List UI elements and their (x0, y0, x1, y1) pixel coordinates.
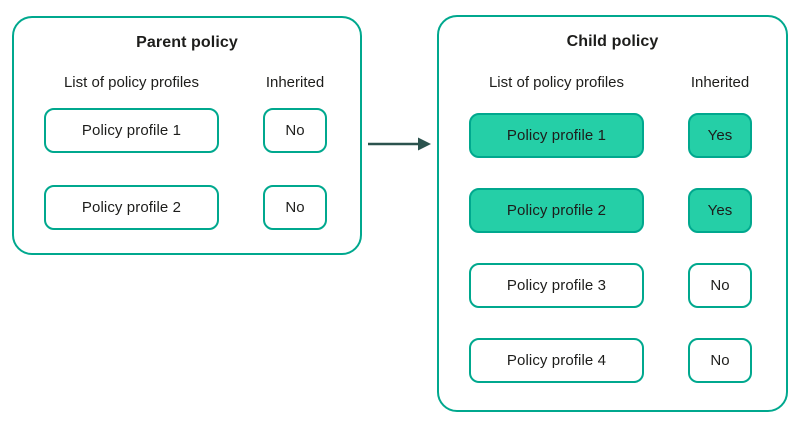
profile-row: Policy profile 4 No (439, 338, 786, 383)
profile-pill: Policy profile 2 (469, 188, 644, 233)
profile-row: Policy profile 2 Yes (439, 188, 786, 233)
inherited-badge: Yes (688, 188, 752, 233)
profile-row: Policy profile 1 No (14, 108, 360, 153)
profile-pill: Policy profile 1 (44, 108, 219, 153)
profile-pill: Policy profile 2 (44, 185, 219, 230)
panel-title: Child policy (566, 33, 659, 50)
inherited-badge: Yes (688, 113, 752, 158)
panel-title: Parent policy (136, 34, 238, 51)
inherited-badge: No (688, 263, 752, 308)
profile-rows: Policy profile 1 No Policy profile 2 No (14, 108, 360, 230)
inherited-badge: No (263, 108, 327, 153)
column-header-profiles: List of policy profiles (488, 74, 625, 91)
column-header-inherited: Inherited (690, 74, 750, 91)
profile-pill: Policy profile 3 (469, 263, 644, 308)
profile-rows: Policy profile 1 Yes Policy profile 2 Ye… (439, 113, 786, 383)
parent-policy-panel: Parent policy List of policy profiles In… (12, 16, 362, 255)
profile-pill: Policy profile 4 (469, 338, 644, 383)
inherited-badge: No (263, 185, 327, 230)
column-headers: List of policy profiles Inherited (439, 74, 786, 92)
profile-row: Policy profile 1 Yes (439, 113, 786, 158)
profile-row: Policy profile 3 No (439, 263, 786, 308)
inherited-badge: No (688, 338, 752, 383)
column-headers: List of policy profiles Inherited (14, 74, 360, 92)
child-policy-panel: Child policy List of policy profiles Inh… (437, 15, 788, 412)
profile-pill: Policy profile 1 (469, 113, 644, 158)
inheritance-arrow-icon (368, 137, 431, 151)
column-header-inherited: Inherited (265, 74, 325, 91)
column-header-profiles: List of policy profiles (63, 74, 200, 91)
profile-row: Policy profile 2 No (14, 185, 360, 230)
